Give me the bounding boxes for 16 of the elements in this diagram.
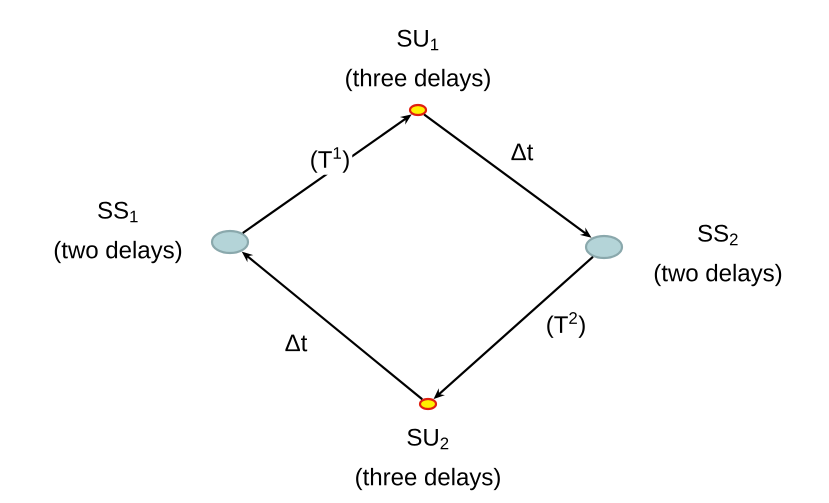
node-label: SU$_{1}$ xyxy=(398,30,438,50)
node-label: SS$_{1}$ xyxy=(98,202,138,222)
state-ellipse xyxy=(210,230,250,254)
state-ellipse xyxy=(584,234,624,260)
node-label: SU$_{2}$ xyxy=(408,428,448,450)
edge-label: Δt xyxy=(508,142,536,162)
node-label: (three delays) xyxy=(346,68,490,92)
node-label: (two delays) xyxy=(54,240,182,264)
node-label: (three delays) xyxy=(356,468,500,490)
edge-label: Δt xyxy=(282,332,310,354)
edge-label: (T$^{2}$) xyxy=(544,310,588,340)
state-ellipse xyxy=(418,398,438,410)
node-label: SS$_{2}$ xyxy=(698,224,738,246)
state-ellipse xyxy=(408,104,428,116)
node-label: (two delays) xyxy=(654,264,782,286)
edge-label: (T$^{1}$) xyxy=(308,145,352,175)
